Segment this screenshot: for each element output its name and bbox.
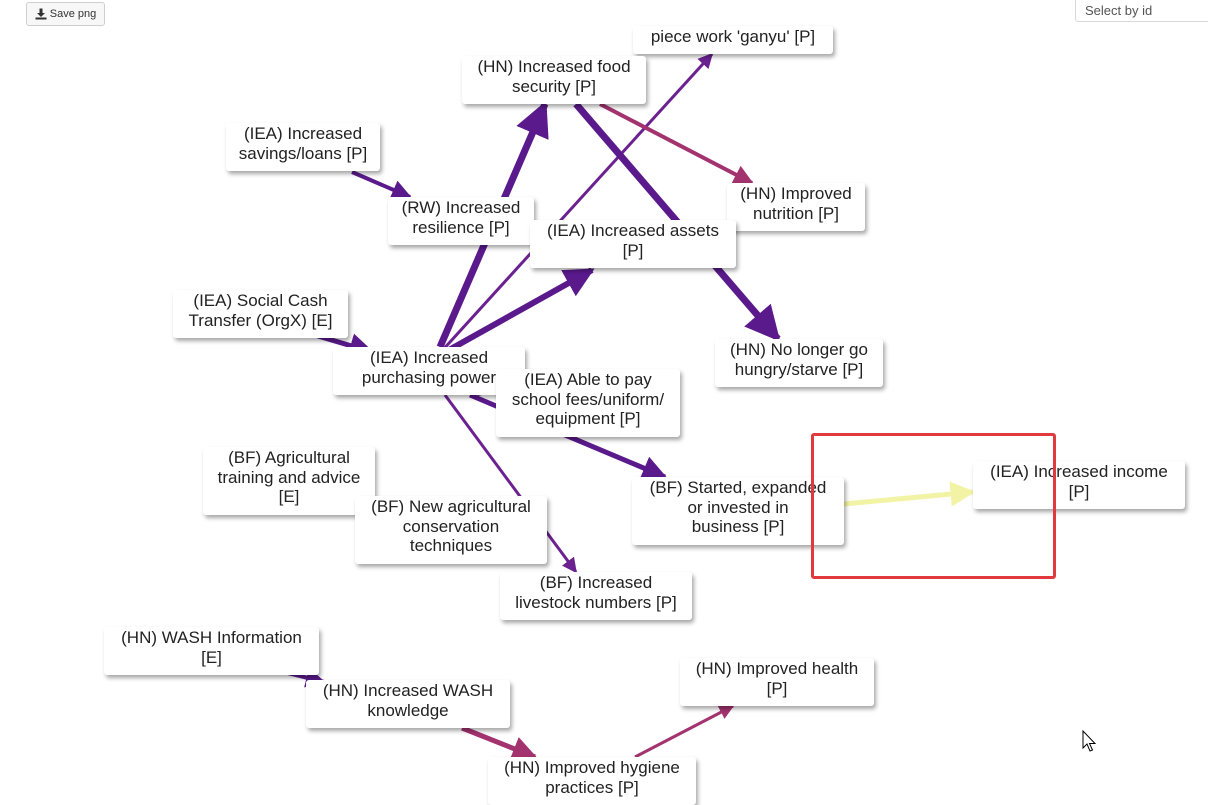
node-nutrition[interactable]: (HN) Improved nutrition [P]: [727, 183, 865, 231]
edge-wash-knowledge-to-hygiene[interactable]: [461, 725, 538, 761]
select-by-id-placeholder: Select by id: [1085, 3, 1153, 18]
node-assets[interactable]: (IEA) Increased assets [P]: [530, 220, 736, 268]
node-school-fees[interactable]: (IEA) Able to pay school fees/uniform/ e…: [496, 369, 680, 437]
node-wash-info[interactable]: (HN) WASH Information [E]: [104, 627, 319, 675]
node-food-security[interactable]: (HN) Increased food security [P]: [462, 56, 646, 104]
select-by-id-dropdown[interactable]: Select by id: [1075, 0, 1208, 22]
download-icon: [35, 8, 47, 20]
edge-business-to-income[interactable]: [843, 481, 976, 507]
node-hygiene[interactable]: (HN) Improved hygiene practices [P]: [488, 757, 696, 805]
edge-purchasing-to-piece-work[interactable]: [418, 52, 714, 377]
node-cash-transfer[interactable]: (IEA) Social Cash Transfer (OrgX) [E]: [173, 290, 348, 338]
node-savings[interactable]: (IEA) Increased savings/loans [P]: [226, 123, 380, 171]
node-agri-techniques[interactable]: (BF) New agricultural conservation techn…: [355, 496, 547, 564]
edge-purchasing-to-assets[interactable]: [438, 267, 595, 358]
node-livestock[interactable]: (BF) Increased livestock numbers [P]: [500, 572, 692, 620]
save-png-button[interactable]: Save png: [26, 2, 105, 26]
edge-hygiene-to-health[interactable]: [634, 704, 735, 759]
edge-food-security-to-nutrition[interactable]: [599, 102, 754, 185]
node-piece-work[interactable]: piece work 'ganyu' [P]: [633, 26, 833, 54]
node-health[interactable]: (HN) Improved health [P]: [680, 658, 874, 706]
node-income[interactable]: (IEA) Increased income [P]: [973, 461, 1185, 509]
save-png-label: Save png: [49, 8, 97, 20]
node-purchasing[interactable]: (IEA) Increased purchasing power: [333, 347, 525, 395]
node-wash-knowledge[interactable]: (HN) Increased WASH knowledge: [306, 680, 510, 728]
node-agri-training[interactable]: (BF) Agricultural training and advice [E…: [203, 447, 375, 515]
mouse-cursor-icon: [1082, 730, 1097, 752]
edge-purchasing-to-livestock[interactable]: [443, 394, 578, 574]
edge-savings-to-resilience[interactable]: [351, 170, 412, 200]
node-hungry[interactable]: (HN) No longer go hungry/starve [P]: [715, 339, 883, 387]
node-business[interactable]: (BF) Started, expanded or invested in bu…: [632, 477, 844, 545]
node-resilience[interactable]: (RW) Increased resilience [P]: [388, 197, 534, 245]
